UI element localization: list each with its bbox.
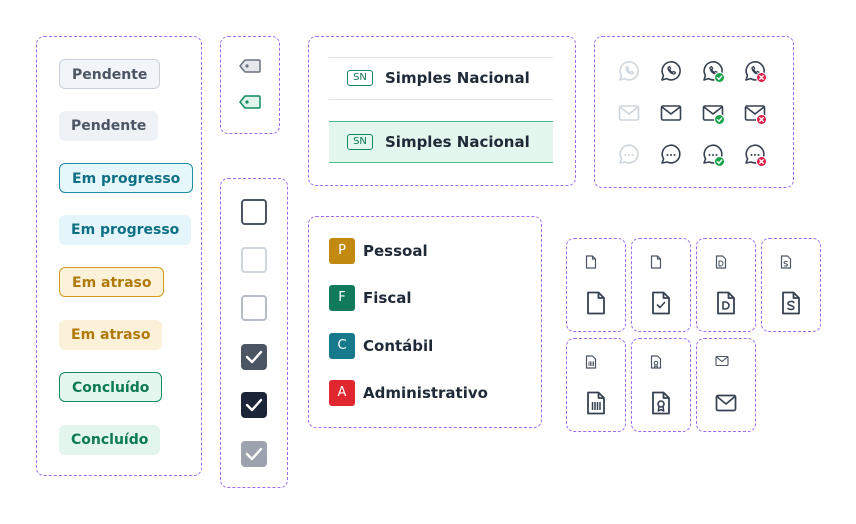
whatsapp-error-icon — [745, 61, 767, 83]
envelope-icon — [715, 394, 737, 412]
tags-panel — [220, 36, 280, 134]
badge-em-progresso-outline: Em progresso — [59, 163, 194, 193]
file-dollar-icon-card — [761, 238, 821, 332]
file-d-icon — [717, 291, 735, 315]
file-dollar-icon — [780, 255, 792, 269]
category-letter: C — [329, 333, 355, 359]
file-barcode-icon-card — [566, 338, 626, 432]
mail-error-icon — [744, 105, 767, 125]
divider — [329, 99, 553, 100]
checkbox-unchecked[interactable] — [241, 199, 267, 225]
file-d-icon — [715, 255, 727, 269]
check-icon — [245, 447, 263, 461]
file-icon — [587, 291, 605, 315]
chat-icon — [661, 144, 681, 164]
check-icon — [245, 350, 263, 364]
category-label: Contábil — [363, 337, 434, 355]
categories-panel: P Pessoal F Fiscal C Contábil A Administ… — [308, 216, 542, 428]
mail-success-icon — [702, 105, 725, 125]
badge-concluido-outline: Concluído — [59, 372, 163, 402]
chat-success-icon — [703, 144, 725, 167]
whatsapp-icon — [661, 61, 681, 81]
file-icon-card — [566, 238, 626, 332]
chat-icon — [619, 144, 639, 164]
checkbox-checked[interactable] — [241, 344, 267, 370]
file-dollar-icon — [782, 291, 800, 315]
envelope-icon-card — [696, 338, 756, 432]
badge-pendente-outline: Pendente — [59, 59, 161, 89]
file-icon — [650, 255, 662, 269]
check-icon — [245, 398, 263, 412]
mail-icon — [618, 105, 640, 121]
regime-panel: SN Simples Nacional SN Simples Nacional — [308, 36, 576, 186]
badge-pendente-solid: Pendente — [59, 111, 159, 141]
regime-label: Simples Nacional — [385, 69, 530, 87]
file-barcode-icon — [585, 355, 597, 369]
tag-icon — [239, 95, 261, 109]
file-check-icon-card — [631, 238, 691, 332]
file-certificate-icon — [652, 391, 670, 415]
mail-icon — [660, 105, 682, 121]
regime-row-selected[interactable] — [329, 121, 553, 163]
category-label: Administrativo — [363, 384, 488, 402]
tag-icon — [239, 59, 261, 73]
checkboxes-panel — [220, 178, 288, 488]
chat-error-icon — [745, 144, 767, 167]
category-label: Pessoal — [363, 242, 428, 260]
file-certificate-icon-card — [631, 338, 691, 432]
badge-em-atraso-outline: Em atraso — [59, 267, 165, 297]
checkbox-unchecked-light[interactable] — [241, 247, 267, 273]
badge-concluido-solid: Concluído — [59, 425, 161, 455]
whatsapp-icon — [619, 61, 639, 81]
status-badges-panel: Pendente Pendente Em progresso Em progre… — [36, 36, 202, 476]
file-barcode-icon — [587, 391, 605, 415]
category-label: Fiscal — [363, 289, 412, 307]
file-check-icon — [652, 291, 670, 315]
regime-badge: SN — [347, 70, 373, 86]
regime-label-selected: Simples Nacional — [385, 133, 530, 151]
category-letter: P — [329, 238, 355, 264]
divider — [329, 57, 553, 58]
checkbox-checked-dark[interactable] — [241, 392, 267, 418]
badge-em-atraso-solid: Em atraso — [59, 320, 163, 350]
category-letter: A — [329, 380, 355, 406]
checkbox-checked-disabled — [241, 441, 267, 467]
file-d-icon-card — [696, 238, 756, 332]
envelope-icon — [715, 355, 729, 367]
checkbox-unchecked-disabled — [241, 295, 267, 321]
file-icon — [585, 255, 597, 269]
category-letter: F — [329, 285, 355, 311]
whatsapp-success-icon — [703, 61, 725, 83]
file-certificate-icon — [650, 355, 662, 369]
badge-em-progresso-solid: Em progresso — [59, 215, 192, 245]
regime-badge: SN — [347, 134, 373, 150]
contact-icons-panel — [594, 36, 794, 188]
